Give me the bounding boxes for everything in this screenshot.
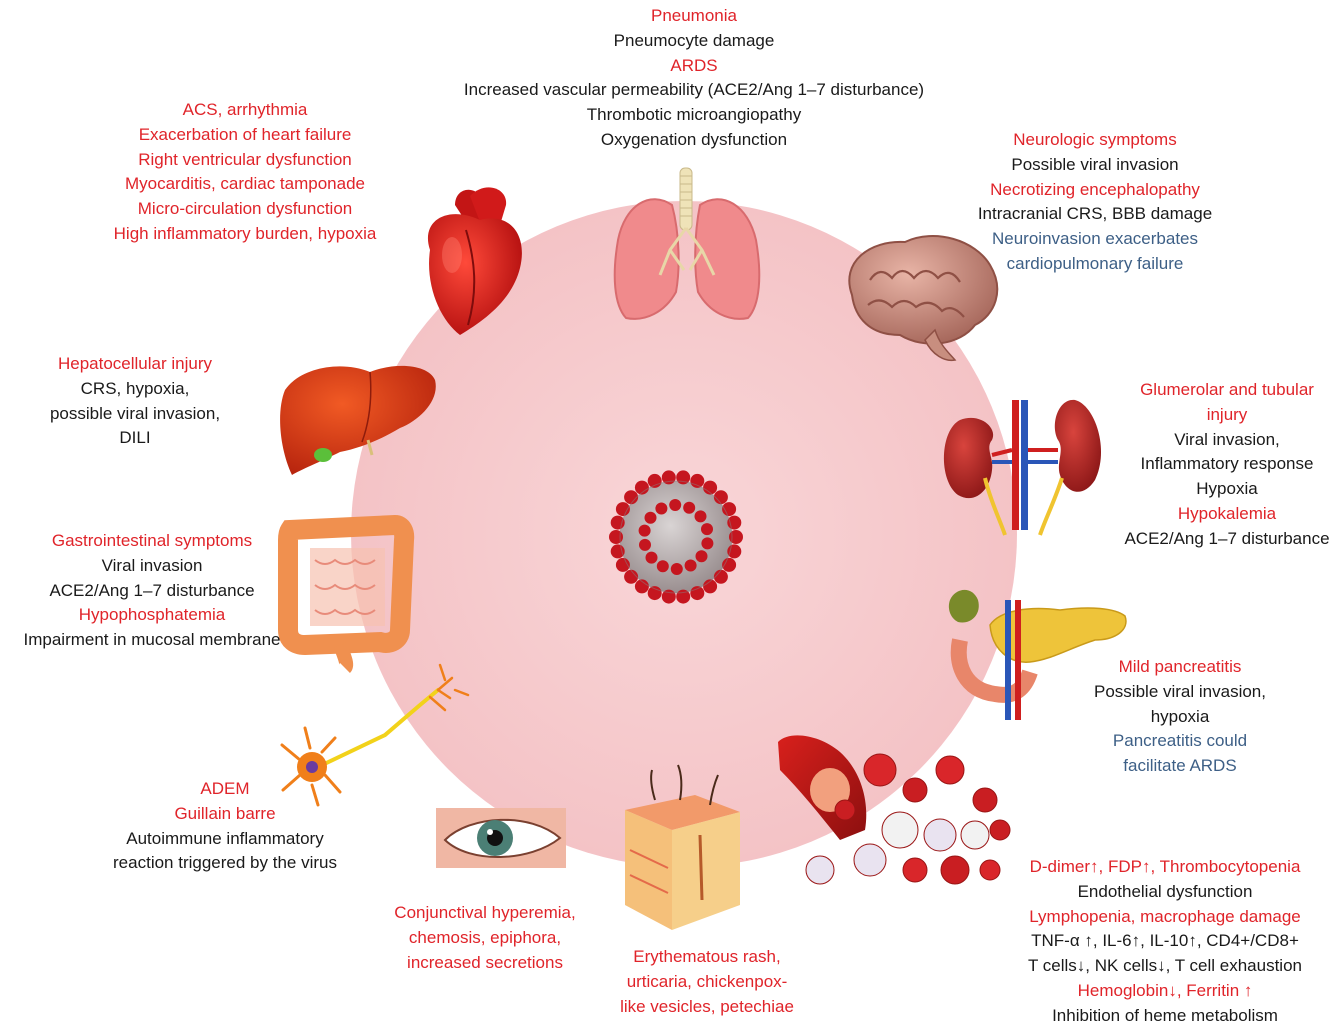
heart-line: Myocarditis, cardiac tamponade — [114, 172, 377, 197]
kidney-line: Hypoxia — [1124, 477, 1329, 502]
brain-line: Intracranial CRS, BBB damage — [978, 202, 1212, 227]
lungs-line: ARDS — [464, 54, 924, 79]
skin-annotation: Erythematous rash,urticaria, chickenpox-… — [620, 945, 794, 1019]
blood-line: Inhibition of heme metabolism — [1028, 1004, 1302, 1029]
eye-line: chemosis, epiphora, — [394, 926, 575, 951]
heart-line: ACS, arrhythmia — [114, 98, 377, 123]
intestine-line: Hypophosphatemia — [24, 603, 281, 628]
pancreas-line: Pancreatitis could — [1094, 729, 1266, 754]
blood-line: TNF-α ↑, IL-6↑, IL-10↑, CD4+/CD8+ — [1028, 929, 1302, 954]
skin-line: like vesicles, petechiae — [620, 995, 794, 1020]
kidney-line: Inflammatory response — [1124, 452, 1329, 477]
heart-line: Micro-circulation dysfunction — [114, 197, 377, 222]
pancreas-line: Possible viral invasion, — [1094, 680, 1266, 705]
kidney-line: injury — [1124, 403, 1329, 428]
brain-line: cardiopulmonary failure — [978, 252, 1212, 277]
lungs-line: Pneumocyte damage — [464, 29, 924, 54]
intestine-line: ACE2/Ang 1–7 disturbance — [24, 579, 281, 604]
intestine-line: Viral invasion — [24, 554, 281, 579]
lungs-line: Oxygenation dysfunction — [464, 128, 924, 153]
skin-line: urticaria, chickenpox- — [620, 970, 794, 995]
liver-line: DILI — [50, 426, 220, 451]
kidney-line: Glumerolar and tubular — [1124, 378, 1329, 403]
kidney-line: Hypokalemia — [1124, 502, 1329, 527]
liver-line: Hepatocellular injury — [50, 352, 220, 377]
pancreas-line: facilitate ARDS — [1094, 754, 1266, 779]
eye-line: Conjunctival hyperemia, — [394, 901, 575, 926]
pancreas-line: Mild pancreatitis — [1094, 655, 1266, 680]
brain-line: Necrotizing encephalopathy — [978, 178, 1212, 203]
intestine-line: Gastrointestinal symptoms — [24, 529, 281, 554]
kidney-line: ACE2/Ang 1–7 disturbance — [1124, 527, 1329, 552]
intestine-line: Impairment in mucosal membrane — [24, 628, 281, 653]
heart-line: High inflammatory burden, hypoxia — [114, 222, 377, 247]
neuron-line: Autoimmune inflammatory — [113, 827, 337, 852]
eye-icon — [436, 808, 566, 868]
liver-line: CRS, hypoxia, — [50, 377, 220, 402]
blood-line: Hemoglobin↓, Ferritin ↑ — [1028, 979, 1302, 1004]
skin-line: Erythematous rash, — [620, 945, 794, 970]
neuron-line: Guillain barre — [113, 802, 337, 827]
brain-line: Neurologic symptoms — [978, 128, 1212, 153]
eye-annotation: Conjunctival hyperemia,chemosis, epiphor… — [394, 901, 575, 975]
eye-line: increased secretions — [394, 951, 575, 976]
neuron-line: reaction triggered by the virus — [113, 851, 337, 876]
kidney-line: Viral invasion, — [1124, 428, 1329, 453]
brain-line: Possible viral invasion — [978, 153, 1212, 178]
neuron-line: ADEM — [113, 777, 337, 802]
liver-line: possible viral invasion, — [50, 402, 220, 427]
blood-line: D-dimer↑, FDP↑, Thrombocytopenia — [1028, 855, 1302, 880]
lungs-line: Increased vascular permeability (ACE2/An… — [464, 78, 924, 103]
blood-line: Lymphopenia, macrophage damage — [1028, 905, 1302, 930]
heart-line: Right ventricular dysfunction — [114, 148, 377, 173]
pancreas-line: hypoxia — [1094, 705, 1266, 730]
heart-line: Exacerbation of heart failure — [114, 123, 377, 148]
lungs-line: Pneumonia — [464, 4, 924, 29]
brain-line: Neuroinvasion exacerbates — [978, 227, 1212, 252]
blood-line: T cells↓, NK cells↓, T cell exhaustion — [1028, 954, 1302, 979]
lungs-line: Thrombotic microangiopathy — [464, 103, 924, 128]
blood-line: Endothelial dysfunction — [1028, 880, 1302, 905]
